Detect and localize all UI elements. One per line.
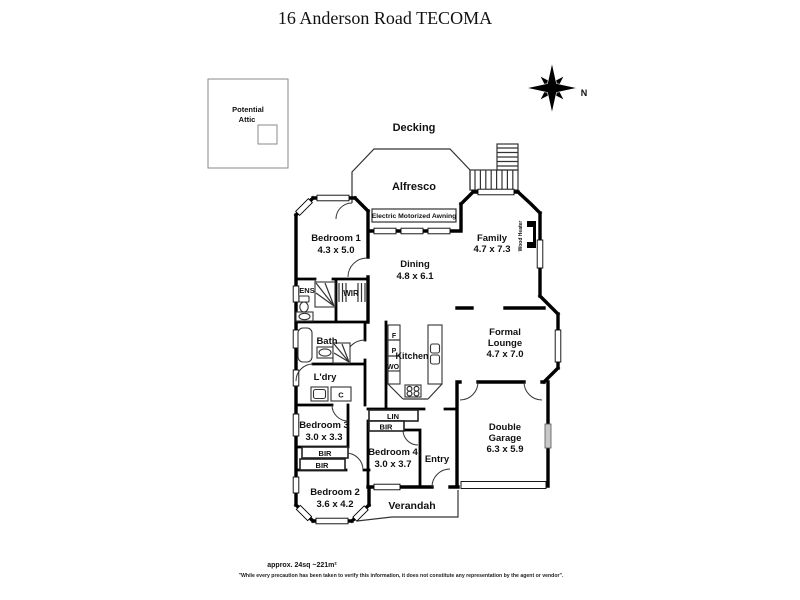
garage-door [460, 481, 547, 489]
ensuite-fixtures [295, 281, 336, 322]
bedroom2-dims: 3.6 x 4.2 [317, 499, 354, 510]
footer-disclaimer: "While every precaution has been taken t… [239, 573, 564, 579]
bedroom2-label: Bedroom 2 [310, 487, 360, 498]
laundry-fixtures [310, 386, 352, 402]
alfresco-label: Alfresco [392, 181, 436, 193]
laundry-label: L'dry [314, 372, 338, 383]
attic-inset: Potential Attic [207, 78, 289, 169]
bedroom1-label: Bedroom 1 [311, 233, 361, 244]
footer-area: approx. 24sq ~221m² [267, 562, 337, 569]
dining-dims: 4.8 x 6.1 [397, 271, 435, 282]
bir3-label: BIR [319, 449, 333, 458]
toilet-icon [298, 295, 310, 303]
bath-fixtures [297, 327, 351, 364]
lounge-label-2: Lounge [488, 338, 522, 349]
kitchen-label: Kitchen [395, 351, 428, 361]
attic-outline [207, 78, 289, 169]
garage-side-door [544, 423, 552, 449]
toilet-bowl-icon [299, 301, 309, 313]
family-dims: 4.7 x 7.3 [474, 244, 511, 255]
cooktop-icon [404, 384, 422, 398]
bedroom4-dims: 3.0 x 3.7 [375, 459, 412, 470]
verandah-label: Verandah [388, 500, 435, 512]
garage-label-1: Double [489, 422, 521, 433]
stairs-icon [469, 143, 519, 191]
awning-text: Electric Motorized Awning [372, 213, 457, 220]
cupboard-label: C [338, 391, 344, 400]
wir-label: WIR [343, 289, 359, 298]
attic-label-1: Potential [232, 105, 264, 114]
bathtub-icon [297, 327, 313, 363]
compass-north-label: N [581, 88, 588, 98]
lounge-dims: 4.7 x 7.0 [487, 349, 524, 360]
kitchen-sink-icon [429, 343, 441, 354]
decking-label: Decking [393, 122, 436, 134]
compass-rose-icon: N [526, 62, 588, 114]
garage-dims: 6.3 x 5.9 [487, 444, 524, 455]
bedroom3-dims: 3.0 x 3.3 [306, 432, 343, 443]
bedroom1-dims: 4.3 x 5.0 [318, 245, 355, 256]
bath-label: Bath [316, 336, 337, 347]
bir2-label: BIR [316, 461, 330, 470]
wood-heater-icon: Wood Heater [518, 221, 536, 252]
pantry-label: P [392, 348, 397, 355]
lounge-label-1: Formal [489, 327, 521, 338]
fridge-label: F [392, 333, 397, 340]
wood-heater-label: Wood Heater [518, 221, 524, 252]
ensuite-label: ENS [299, 286, 314, 295]
attic-label-2: Attic [239, 115, 256, 124]
family-label: Family [477, 233, 508, 244]
wall-oven-label: WO [387, 364, 400, 371]
garage-label-2: Garage [489, 433, 522, 444]
awning-label: Electric Motorized Awning [371, 208, 457, 223]
attic-access-square [257, 124, 278, 145]
bedroom3-label: Bedroom 3 [299, 420, 349, 431]
wardrobe-rails [338, 283, 366, 302]
bir4-label: BIR [380, 423, 394, 432]
dining-label: Dining [400, 259, 430, 270]
page-title: 16 Anderson Road TECOMA [278, 8, 492, 28]
kitchen-fixtures [387, 324, 443, 400]
windows [292, 188, 562, 525]
linen-label: LIN [387, 412, 399, 421]
entry-label: Entry [425, 454, 450, 465]
bedroom4-label: Bedroom 4 [368, 447, 418, 458]
closets [299, 409, 419, 471]
cupboard-box [330, 386, 352, 402]
